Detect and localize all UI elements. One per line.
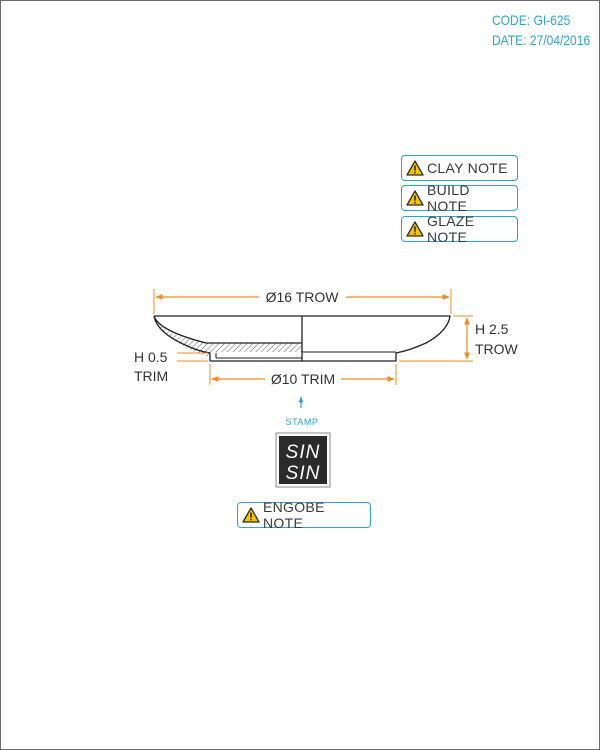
title-block: CODE: GI-625 DATE: 27/04/2016 <box>492 10 590 50</box>
dimension-trim-height: H 0.5 TRIM <box>134 349 168 384</box>
build-note-button[interactable]: BUILD NOTE <box>401 182 518 214</box>
dimension-base-diameter: Ø10 TRIM <box>211 371 395 387</box>
bowl-section-left <box>153 315 302 362</box>
trim-height-label-line1: H 0.5 <box>134 349 168 365</box>
glaze-note-button[interactable]: GLAZE NOTE <box>401 213 518 245</box>
product-code: CODE: GI-625 <box>491 12 571 28</box>
clay-note-label: CLAY NOTE <box>427 160 508 176</box>
height-label-line2: TROW <box>475 341 519 357</box>
glaze-note-label: GLAZE NOTE <box>427 213 475 245</box>
engobe-note-label: ENGOBE NOTE <box>263 499 325 531</box>
build-note-label: BUILD NOTE <box>427 182 470 214</box>
warning-icon <box>406 160 424 176</box>
stamp-callout: STAMP <box>286 396 319 427</box>
stamp-label: STAMP <box>286 417 319 427</box>
stamp-mark: SIN SIN <box>275 432 331 488</box>
warning-icon <box>406 190 424 206</box>
bowl-elevation-right <box>301 315 451 362</box>
trim-height-label-line2: TRIM <box>134 368 168 384</box>
extension-lines <box>153 289 473 385</box>
clay-note-button[interactable]: CLAY NOTE <box>401 155 518 181</box>
height-label-line1: H 2.5 <box>475 321 509 337</box>
engobe-note-button[interactable]: ENGOBE NOTE <box>237 499 371 531</box>
dimension-top-diameter: Ø16 TROW <box>155 289 450 305</box>
top-diameter-label: Ø16 TROW <box>266 289 340 305</box>
stamp-mark-line1: SIN <box>286 442 321 463</box>
dimension-height: H 2.5 TROW <box>464 317 519 360</box>
warning-icon <box>242 507 260 523</box>
drawing-date: DATE: 27/04/2016 <box>491 32 590 48</box>
warning-icon <box>406 221 424 237</box>
stamp-mark-line2: SIN <box>286 463 321 484</box>
base-diameter-label: Ø10 TRIM <box>271 371 335 387</box>
